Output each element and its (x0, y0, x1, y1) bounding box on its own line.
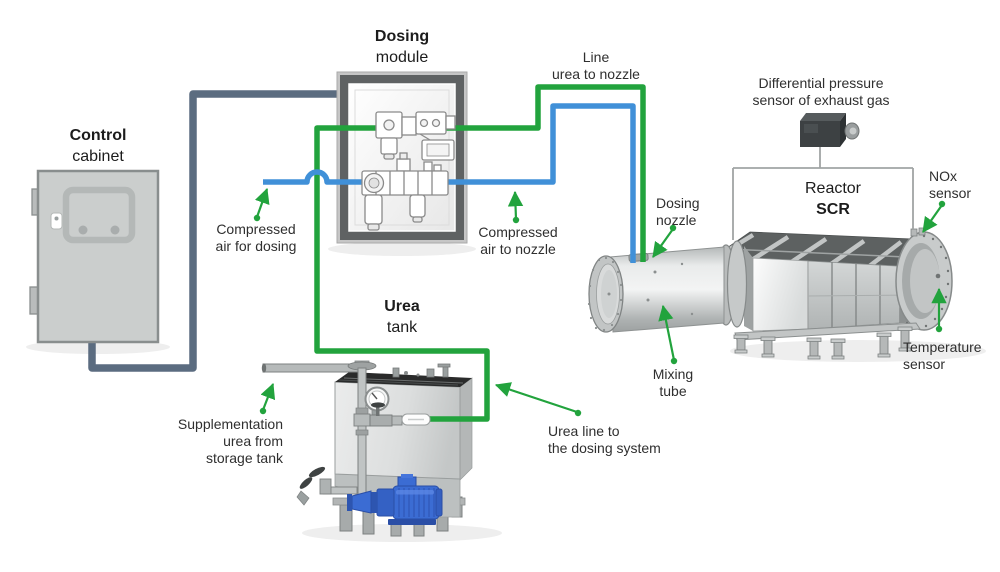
reactor-title: Reactor SCR (805, 178, 861, 220)
label-temperature-sensor: Temperature sensor (903, 339, 982, 372)
arrow-nox-sensor (922, 204, 943, 233)
dosing-module-title-regular: module (375, 49, 429, 66)
arrow-dosing-nozzle (652, 228, 674, 258)
urea-tank-graphic (261, 360, 473, 537)
temperature-sensor-icon (935, 273, 941, 279)
urea-pipe (314, 84, 646, 422)
label-compressed-air-to-nozzle: Compressed air to nozzle (478, 224, 558, 257)
label-mixing-tube: Mixing tube (652, 366, 694, 399)
control-cabinet-graphic (29, 169, 160, 344)
tank-outlet-valve (353, 402, 431, 427)
reactor-title-bold: SCR (816, 201, 850, 218)
control-cabinet-title: Control cabinet (70, 125, 127, 167)
drain-valve (296, 466, 358, 506)
label-line-urea-to-nozzle: Line urea to nozzle (552, 49, 640, 82)
ground-shadows (26, 242, 986, 542)
annotation-arrows (254, 187, 947, 414)
annotation-arrow-dots (253, 200, 946, 417)
label-compressed-air-for-dosing: Compressed air for dosing (215, 221, 297, 254)
label-supplementation-urea: Supplementation urea from storage tank (177, 416, 283, 466)
label-nox-sensor: NOx sensor (929, 168, 972, 201)
reactor-legs (733, 326, 913, 360)
urea-tank-title-bold: Urea (384, 298, 420, 315)
differential-pressure-sensor-icon (800, 113, 860, 147)
arrow-compressed-air-for-dosing (254, 187, 270, 218)
label-urea-line-to-dosing: Urea line to the dosing system (548, 423, 661, 456)
dosing-module-internals (361, 111, 456, 231)
pump-graphic (347, 474, 443, 525)
label-differential-pressure-sensor: Differential pressure sensor of exhaust … (752, 75, 890, 108)
signal-cable (88, 90, 337, 372)
arrow-mixing-tube (658, 304, 676, 361)
dosing-module-title-bold: Dosing (374, 28, 430, 45)
reactor-title-regular: Reactor (804, 180, 862, 197)
control-cabinet-title-regular: cabinet (72, 148, 124, 165)
label-dosing-nozzle: Dosing nozzle (656, 195, 700, 228)
urea-tank-title-regular: tank (386, 319, 418, 336)
arrow-urea-line (494, 382, 578, 414)
control-cabinet-title-bold: Control (69, 127, 127, 144)
arrow-supplementation (260, 382, 276, 411)
arrow-compressed-air-to-nozzle (507, 190, 524, 220)
urea-tank-title: Urea tank (384, 296, 420, 338)
air-pipe (263, 103, 636, 263)
sensor-tap-lines (732, 146, 914, 240)
dosing-module-title: Dosing module (375, 26, 429, 68)
mixing-tube-graphic (587, 240, 748, 333)
